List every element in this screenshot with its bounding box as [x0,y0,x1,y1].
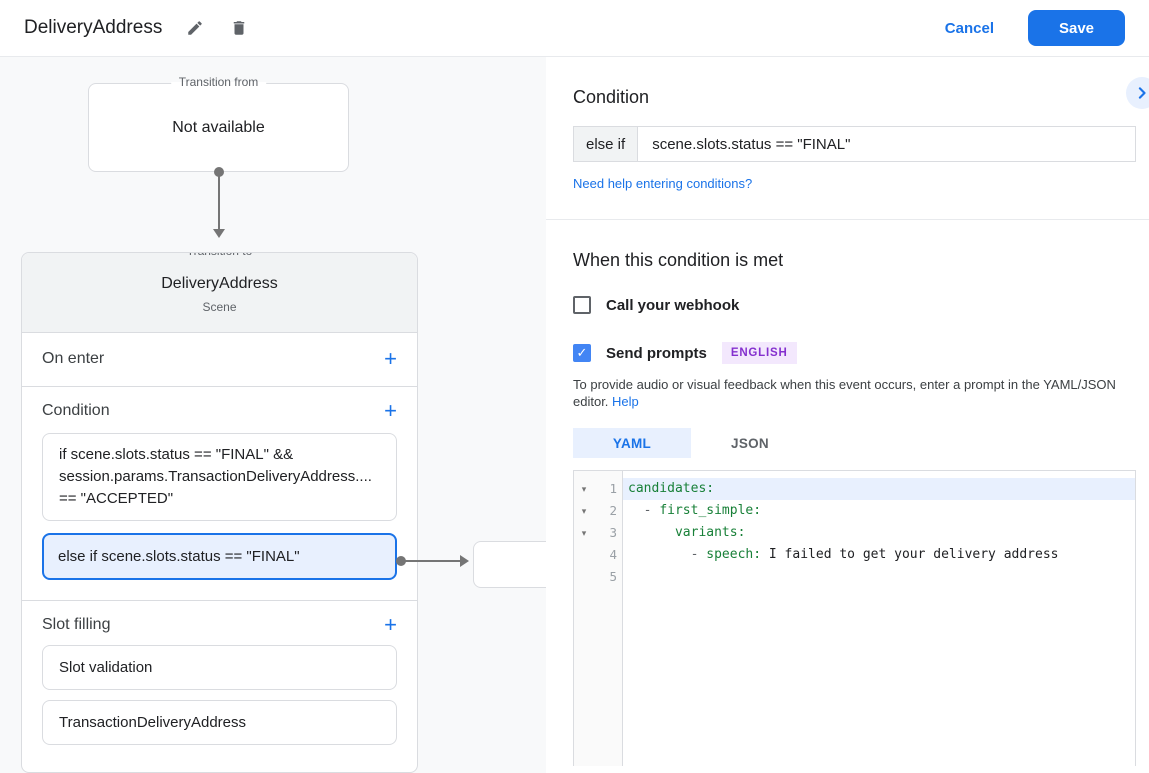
slot-validation-item[interactable]: Slot validation [42,645,397,690]
panel-title: Condition [573,87,650,107]
yaml-editor-body: ▾ 1 candidates: ▾ 2 - first_simple: ▾ 3 varian… [574,478,1135,588]
when-met-title: When this condition is met [573,250,784,270]
on-enter-label: On enter [42,350,105,367]
add-on-enter-button[interactable]: + [384,346,397,371]
transition-from-body: Not available [172,118,265,136]
condition-operator: else if [574,127,639,161]
fold-arrow-icon[interactable]: ▾ [581,528,587,538]
connector-line [404,560,461,562]
editor-line[interactable]: ▾ 1 candidates: [574,478,1135,500]
line-number: 2 [609,503,617,518]
code-line-text: variants: [674,525,746,540]
tab-json[interactable]: JSON [731,435,769,451]
add-slot-button[interactable]: + [384,612,397,637]
fold-arrow-icon[interactable]: ▾ [581,506,587,516]
transition-to-legend: Transition to [178,253,261,258]
prompts-row: ✓ Send prompts ENGLISH [573,342,1136,364]
send-prompts-checkbox[interactable]: ✓ [573,344,591,362]
prompts-helper-text: To provide audio or visual feedback when… [573,376,1136,410]
fold-arrow-icon[interactable]: ▾ [581,484,587,494]
code-line-text [623,566,1135,588]
editor-line[interactable]: 5 [574,566,1135,588]
on-enter-section: On enter + [22,333,417,387]
delete-scene-button[interactable] [228,17,250,39]
code-line-text: - speech: I failed to get your delivery … [690,547,1059,562]
transition-from-node[interactable]: Transition from Not available [88,75,349,172]
condition-label: Condition [42,402,110,419]
save-button[interactable]: Save [1028,10,1125,46]
transition-to-card: Transition to DeliveryAddress Scene On e… [21,252,418,773]
arrow-down-icon [213,229,225,238]
condition-expression-input[interactable]: scene.slots.status == "FINAL" [652,135,851,153]
line-number: 3 [609,525,617,540]
slot-filling-section: Slot filling + Slot validation Transacti… [22,601,417,765]
slot-filling-label: Slot filling [42,616,111,633]
slot-transaction-item[interactable]: TransactionDeliveryAddress [42,700,397,745]
line-number: 1 [609,481,617,496]
main-area: Transition from Not available Transition… [0,57,1149,773]
editor-tabs: YAML JSON [573,428,1136,458]
yaml-editor[interactable]: ▾ 1 candidates: ▾ 2 - first_simple: ▾ 3 varian… [573,470,1136,766]
code-line-text: - first_simple: [643,503,762,518]
scene-type-label: Scene [202,300,237,314]
transition-from-legend: Transition from [170,75,267,89]
condition-editor-panel: Condition else if scene.slots.status == … [546,57,1149,773]
scene-canvas: Transition from Not available Transition… [0,57,546,773]
call-webhook-checkbox[interactable] [573,296,591,314]
arrow-right-icon [460,555,469,567]
line-number: 5 [609,569,617,584]
transition-target-node[interactable] [473,541,546,588]
helper-help-link[interactable]: Help [612,394,639,409]
top-bar: DeliveryAddress Cancel Save [0,0,1149,57]
helper-text: To provide audio or visual feedback when… [573,377,1116,409]
scene-name: DeliveryAddress [161,275,278,292]
send-prompts-label: Send prompts [606,344,707,362]
language-badge: ENGLISH [721,342,797,364]
pencil-icon [186,19,204,37]
editor-line[interactable]: ▾ 3 variants: [574,522,1135,544]
trash-icon [230,19,248,37]
fold-spacer [574,566,594,588]
connector-dot [214,167,224,177]
edit-title-button[interactable] [184,17,206,39]
section-divider [546,219,1149,220]
cancel-button[interactable]: Cancel [944,19,994,37]
tab-yaml[interactable]: YAML [573,428,691,458]
page-title: DeliveryAddress [24,17,163,38]
code-line-text: candidates: [623,478,1135,500]
connector-line [218,175,220,229]
editor-line[interactable]: 4 - speech: I failed to get your deliver… [574,544,1135,566]
fold-spacer [574,544,594,566]
collapse-panel-button[interactable] [1126,77,1149,109]
chevron-right-icon [1132,83,1149,103]
line-number: 4 [609,547,617,562]
webhook-row: Call your webhook [573,296,1136,314]
condition-section: Condition + if scene.slots.status == "FI… [22,387,417,601]
connector-dot[interactable] [396,556,406,566]
condition-if-item[interactable]: if scene.slots.status == "FINAL" && sess… [42,433,397,521]
condition-else-item-selected[interactable]: else if scene.slots.status == "FINAL" [42,533,397,580]
editor-line[interactable]: ▾ 2 - first_simple: [574,500,1135,522]
add-condition-button[interactable]: + [384,398,397,423]
call-webhook-label: Call your webhook [606,296,740,314]
conditions-help-link[interactable]: Need help entering conditions? [573,176,753,191]
condition-expression-row: else if scene.slots.status == "FINAL" [573,126,1136,162]
scene-card-header[interactable]: DeliveryAddress Scene [22,253,417,333]
check-icon: ✓ [576,345,588,360]
